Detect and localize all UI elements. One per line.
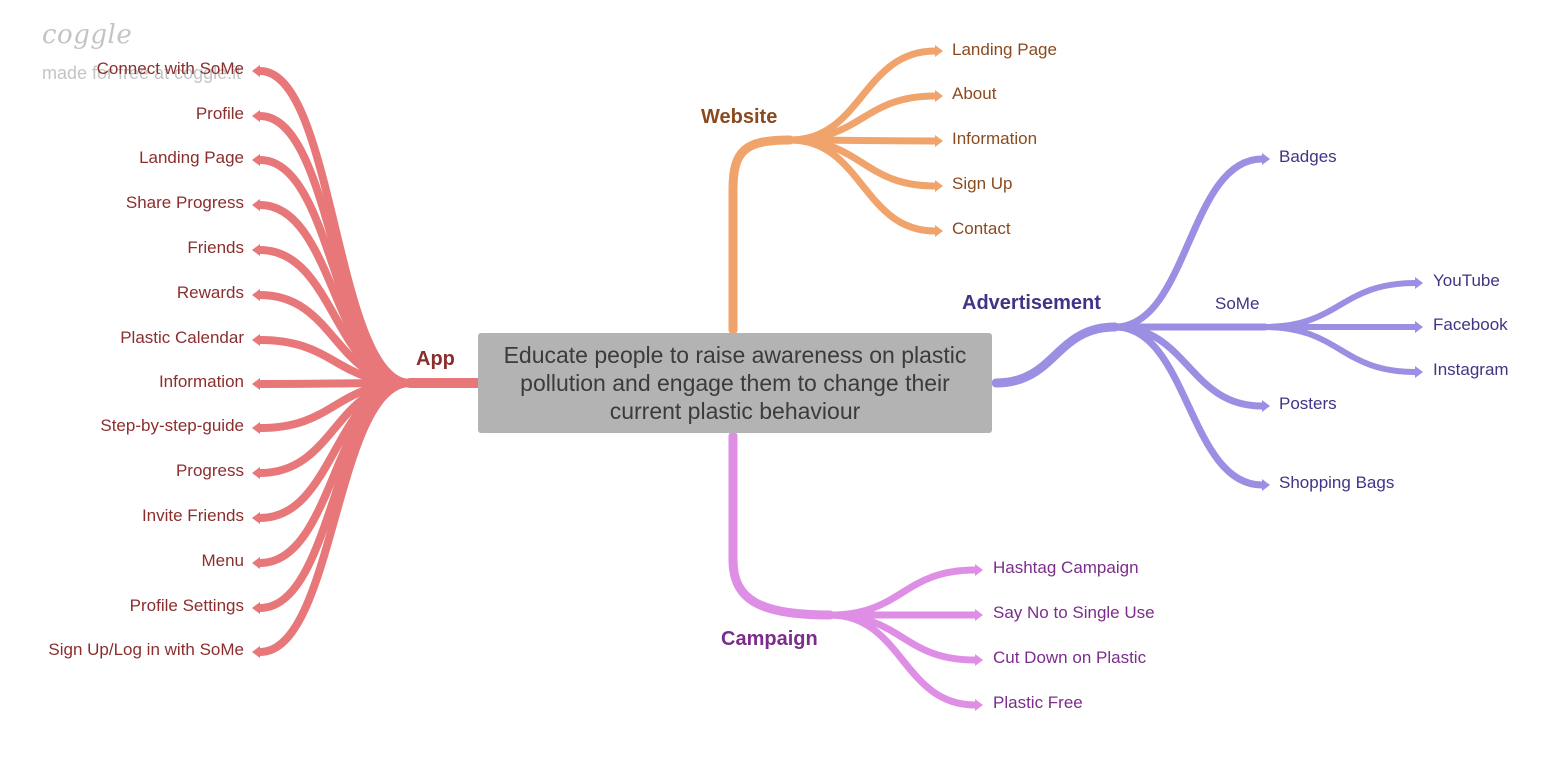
website-item-information[interactable]: Information bbox=[952, 129, 1038, 148]
app-arrow-11 bbox=[252, 557, 260, 569]
app-arrow-2 bbox=[252, 154, 260, 166]
app-item-share-progress[interactable]: Share Progress bbox=[125, 193, 244, 212]
some-arrow-1 bbox=[1415, 321, 1423, 333]
app-item-step-by-step-guide[interactable]: Step-by-step-guide bbox=[100, 416, 244, 435]
app-arrow-4 bbox=[252, 244, 260, 256]
website-arrow-0 bbox=[935, 45, 943, 57]
branch-website-label[interactable]: Website bbox=[701, 106, 778, 128]
advertisement-connector-0 bbox=[1111, 155, 1266, 331]
app-arrow-3 bbox=[252, 199, 260, 211]
app-arrow-5 bbox=[252, 289, 260, 301]
website-connector-3 bbox=[786, 136, 939, 190]
advertisement-arrow-0 bbox=[1262, 153, 1270, 165]
campaign-item-cut-down-on-plastic[interactable]: Cut Down on Plastic bbox=[993, 648, 1147, 667]
website-arrow-1 bbox=[935, 90, 943, 102]
app-item-connect-with-some[interactable]: Connect with SoMe bbox=[96, 59, 244, 78]
advertisement-item-badges[interactable]: Badges bbox=[1279, 147, 1337, 166]
campaign-arrow-2 bbox=[975, 654, 983, 666]
some-item-facebook[interactable]: Facebook bbox=[1433, 315, 1508, 334]
branch-advertisement-label[interactable]: Advertisement bbox=[962, 292, 1101, 314]
app-connector-13 bbox=[256, 379, 414, 656]
app-item-invite-friends[interactable]: Invite Friends bbox=[141, 506, 244, 525]
campaign-item-plastic-free[interactable]: Plastic Free bbox=[993, 693, 1083, 712]
campaign-arrow-3 bbox=[975, 699, 983, 711]
some-item-instagram[interactable]: Instagram bbox=[1433, 360, 1509, 379]
app-item-friends[interactable]: Friends bbox=[187, 238, 244, 257]
app-item-profile[interactable]: Profile bbox=[195, 104, 244, 123]
advertisement-trunk-line bbox=[991, 322, 1120, 388]
some-connector-0 bbox=[1262, 280, 1418, 330]
some-arrow-0 bbox=[1415, 277, 1423, 289]
app-arrow-7 bbox=[252, 378, 260, 390]
campaign-item-say-no-to-single-use[interactable]: Say No to Single Use bbox=[993, 603, 1155, 622]
app-item-information[interactable]: Information bbox=[158, 372, 244, 391]
app-item-plastic-calendar[interactable]: Plastic Calendar bbox=[120, 328, 244, 347]
advertisement-connector-2 bbox=[1111, 323, 1266, 410]
website-item-landing-page[interactable]: Landing Page bbox=[952, 40, 1057, 59]
website-item-contact[interactable]: Contact bbox=[952, 219, 1011, 238]
advertisement-item-posters[interactable]: Posters bbox=[1279, 394, 1337, 413]
campaign-connector-0 bbox=[826, 566, 979, 619]
advertisement-connector-3 bbox=[1111, 323, 1266, 489]
advertisement-item-shopping-bags[interactable]: Shopping Bags bbox=[1279, 473, 1395, 492]
website-arrow-3 bbox=[935, 180, 943, 192]
advertisement-item-some[interactable]: SoMe bbox=[1215, 294, 1260, 313]
app-arrow-9 bbox=[252, 467, 260, 479]
app-item-menu[interactable]: Menu bbox=[201, 551, 244, 570]
some-connector-2 bbox=[1262, 324, 1418, 375]
campaign-arrow-0 bbox=[975, 564, 983, 576]
some-item-youtube[interactable]: YouTube bbox=[1433, 271, 1500, 290]
app-item-progress[interactable]: Progress bbox=[175, 461, 244, 480]
app-arrow-8 bbox=[252, 422, 260, 434]
app-arrow-6 bbox=[252, 334, 260, 346]
website-trunk-line bbox=[728, 135, 795, 335]
website-connector-4 bbox=[786, 136, 939, 235]
website-arrow-4 bbox=[935, 225, 943, 237]
app-item-rewards[interactable]: Rewards bbox=[176, 283, 244, 302]
app-arrow-1 bbox=[252, 110, 260, 122]
campaign-connector-3 bbox=[826, 611, 979, 709]
app-item-sign-up-log-in[interactable]: Sign Up/Log in with SoMe bbox=[48, 640, 244, 659]
website-item-sign-up[interactable]: Sign Up bbox=[952, 174, 1013, 193]
some-arrow-2 bbox=[1415, 366, 1423, 378]
campaign-trunk-line bbox=[728, 431, 835, 620]
coggle-tagline: made for free at coggle.it bbox=[42, 63, 242, 83]
app-arrow-0 bbox=[252, 65, 260, 77]
app-connector-12 bbox=[256, 379, 414, 612]
app-connector-2 bbox=[256, 156, 414, 387]
app-item-landing-page[interactable]: Landing Page bbox=[139, 148, 244, 167]
coggle-logo: coggle bbox=[42, 20, 133, 50]
branch-app-label[interactable]: App bbox=[416, 348, 455, 370]
campaign-arrow-1 bbox=[975, 609, 983, 621]
website-item-about[interactable]: About bbox=[952, 84, 997, 103]
advertisement-arrow-3 bbox=[1262, 479, 1270, 491]
central-node[interactable]: Educate people to raise awareness on pla… bbox=[478, 333, 992, 433]
website-arrow-2 bbox=[935, 135, 943, 147]
app-arrow-10 bbox=[252, 512, 260, 524]
advertisement-arrow-2 bbox=[1262, 400, 1270, 412]
app-arrow-13 bbox=[252, 646, 260, 658]
app-item-profile-settings[interactable]: Profile Settings bbox=[129, 596, 244, 615]
branch-campaign-label[interactable]: Campaign bbox=[721, 628, 818, 650]
campaign-item-hashtag-campaign[interactable]: Hashtag Campaign bbox=[993, 558, 1139, 577]
app-arrow-12 bbox=[252, 602, 260, 614]
